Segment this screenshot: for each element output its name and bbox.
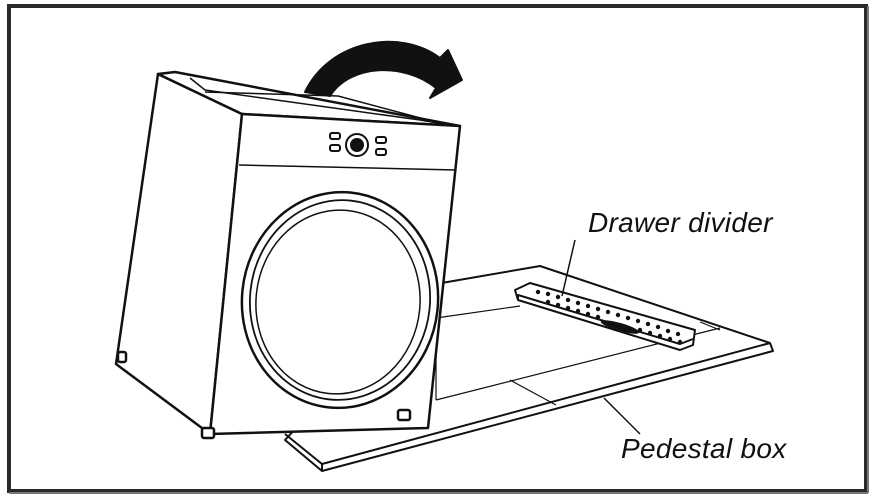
dryer [114, 70, 462, 440]
pedestal-box-label: Pedestal box [621, 433, 787, 464]
rotation-arrow-icon [304, 40, 463, 99]
drawer-divider-label: Drawer divider [588, 207, 773, 238]
pedestal-leader-line [603, 397, 641, 435]
diagram-border [7, 4, 868, 493]
drawer-divider [514, 239, 696, 351]
control-panel [329, 132, 387, 157]
